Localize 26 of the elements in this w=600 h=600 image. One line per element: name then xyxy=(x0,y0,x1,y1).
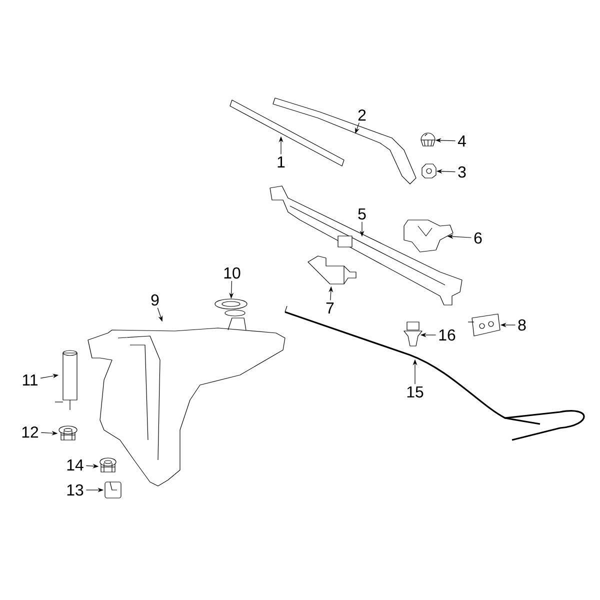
wiper-arm-drawing xyxy=(272,98,416,184)
callout-number: 14 xyxy=(67,460,84,470)
callout-number: 6 xyxy=(474,232,482,244)
callout-number: 4 xyxy=(458,136,466,146)
reservoir-drawing xyxy=(88,310,286,486)
callout-number: 2 xyxy=(358,109,366,121)
wiper-blade-drawing xyxy=(230,100,344,166)
washer-pump-drawing xyxy=(54,350,78,410)
wiper-motor-drawing xyxy=(404,220,454,252)
clip-drawing xyxy=(104,482,122,498)
callout-number: 12 xyxy=(22,426,38,438)
callout-number: 9 xyxy=(151,294,159,306)
bracket-drawing xyxy=(468,314,500,336)
callout-number: 1 xyxy=(278,156,285,168)
grommet-drawing xyxy=(100,458,116,472)
callout-number: 3 xyxy=(458,166,466,178)
callout-number: 11 xyxy=(22,374,38,386)
gasket-drawing xyxy=(214,298,248,310)
callout-number: 7 xyxy=(326,302,334,314)
cap-drawing xyxy=(420,132,436,146)
callout-number: 5 xyxy=(358,208,366,220)
clip-drawing xyxy=(404,322,422,346)
washer-pump-drawing xyxy=(308,256,356,284)
callout-number: 13 xyxy=(67,484,84,496)
grommet-drawing xyxy=(58,426,78,440)
callout-number: 10 xyxy=(224,267,240,279)
